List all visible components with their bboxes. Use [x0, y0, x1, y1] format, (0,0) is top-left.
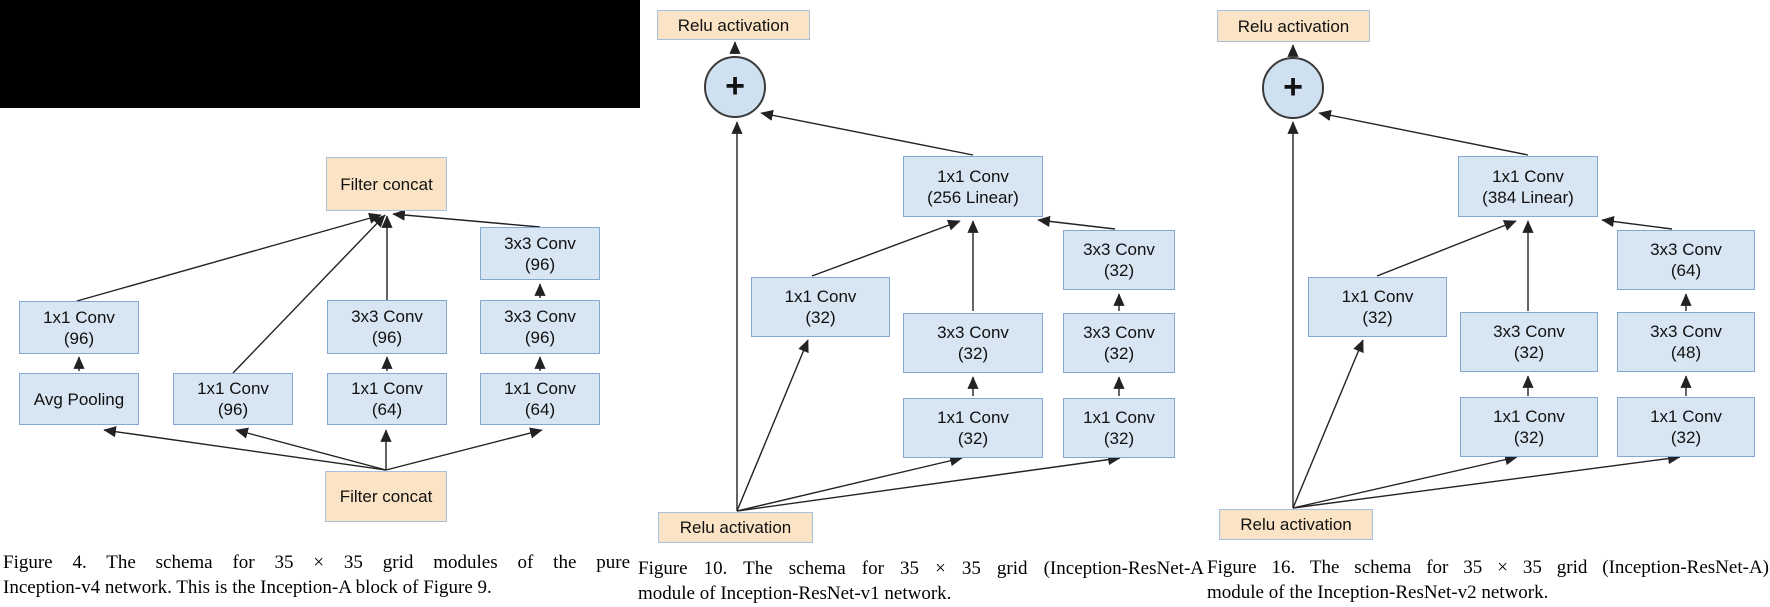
fig16-conv-1x1-384-linear: 1x1 Conv (384 Linear) [1458, 156, 1598, 217]
fig4-conv-1x1-64-branch3: 1x1 Conv (64) [327, 373, 447, 425]
fig10-conv-3x3-32-branch3-mid: 3x3 Conv (32) [1063, 313, 1175, 373]
fig4-filter-concat-bottom: Filter concat [325, 471, 447, 522]
fig16-relu-activation-top: Relu activation [1217, 10, 1370, 42]
fig16-caption-line2: module of the Inception-ResNet-v2 networ… [1207, 582, 1549, 603]
fig4-conv-1x1-96-branch2: 1x1 Conv (96) [173, 373, 293, 425]
fig16-caption: Figure 16. The schema for 35 × 35 grid (… [1207, 555, 1769, 605]
fig4-conv-3x3-96-branch4-top: 3x3 Conv (96) [480, 227, 600, 280]
fig10-conv-1x1-32-branch3: 1x1 Conv (32) [1063, 398, 1175, 458]
fig4-caption-line1: Figure 4. The schema for 35 × 35 grid mo… [3, 552, 630, 573]
fig10-caption-line2: module of Inception-ResNet-v1 network. [638, 583, 952, 604]
fig16-residual-sum: + [1262, 57, 1324, 119]
fig10-conv-3x3-32-branch2: 3x3 Conv (32) [903, 313, 1043, 373]
redacted-block [0, 0, 640, 108]
fig10-caption-line1: Figure 10. The schema for 35 × 35 grid (… [638, 558, 1204, 579]
fig16-conv-3x3-48-branch3-mid: 3x3 Conv (48) [1617, 312, 1755, 372]
fig4-conv-3x3-96-branch4-mid: 3x3 Conv (96) [480, 300, 600, 354]
fig4-caption-line2: Inception-v4 network. This is the Incept… [3, 577, 492, 598]
fig16-conv-1x1-32-branch2: 1x1 Conv (32) [1460, 397, 1598, 457]
fig10-caption: Figure 10. The schema for 35 × 35 grid (… [638, 556, 1204, 606]
fig10-conv-1x1-32-branch2: 1x1 Conv (32) [903, 398, 1043, 458]
fig4-avg-pooling: Avg Pooling [19, 373, 139, 425]
fig4-conv-1x1-96-branch1: 1x1 Conv (96) [19, 301, 139, 354]
fig10-conv-1x1-256-linear: 1x1 Conv (256 Linear) [903, 156, 1043, 217]
fig10-conv-3x3-32-branch3-top: 3x3 Conv (32) [1063, 230, 1175, 290]
fig10-residual-sum: + [704, 56, 766, 118]
fig10-relu-activation-bottom: Relu activation [658, 512, 813, 543]
fig4-conv-1x1-64-branch4: 1x1 Conv (64) [480, 373, 600, 425]
fig4-caption: Figure 4. The schema for 35 × 35 grid mo… [3, 550, 630, 600]
fig10-conv-1x1-32-branch1: 1x1 Conv (32) [751, 277, 890, 337]
fig16-caption-line1: Figure 16. The schema for 35 × 35 grid (… [1207, 557, 1769, 578]
fig4-conv-3x3-96-branch3: 3x3 Conv (96) [327, 300, 447, 354]
fig16-conv-1x1-32-branch1: 1x1 Conv (32) [1308, 277, 1447, 337]
fig16-conv-3x3-64-branch3-top: 3x3 Conv (64) [1617, 230, 1755, 290]
fig16-conv-1x1-32-branch3: 1x1 Conv (32) [1617, 397, 1755, 457]
fig16-conv-3x3-32-branch2: 3x3 Conv (32) [1460, 312, 1598, 372]
fig16-relu-activation-bottom: Relu activation [1219, 509, 1373, 540]
fig10-relu-activation-top: Relu activation [657, 10, 810, 40]
fig4-filter-concat-top: Filter concat [326, 157, 447, 211]
fig4-arrows [73, 209, 546, 471]
